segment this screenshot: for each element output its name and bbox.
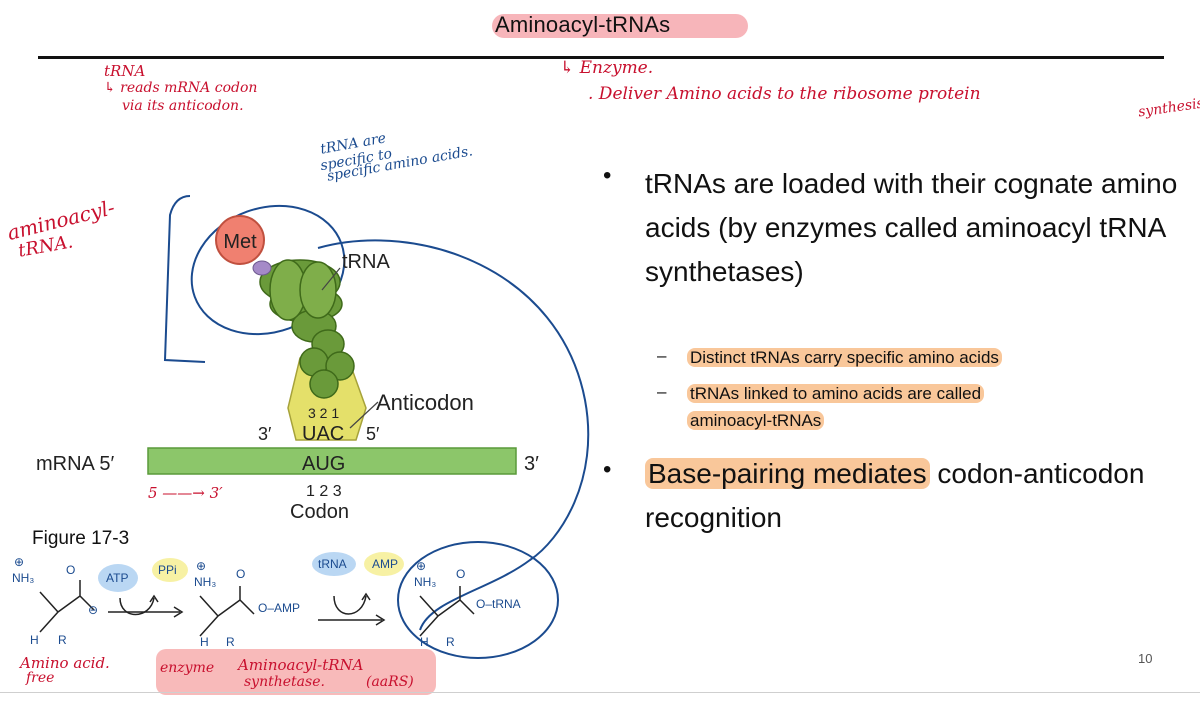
nh3-3: NH₃ — [414, 575, 436, 589]
r-3: R — [446, 635, 455, 649]
o-trna-label: O–tRNA — [476, 597, 521, 611]
r-1: R — [58, 633, 67, 647]
o-1: O — [66, 563, 75, 577]
codon-numbers: 1 2 3 — [306, 483, 342, 500]
trna-note-anticodon: via its anticodon. — [122, 98, 244, 114]
ppi-highlight — [152, 558, 188, 582]
codon-seq: AUG — [302, 453, 345, 475]
free-note: free — [26, 670, 55, 686]
sub-dash-1: – — [657, 346, 667, 365]
bracket-mark — [163, 195, 206, 363]
blue-loop-line — [317, 239, 590, 631]
sub-bullet-2-line1: tRNAs linked to amino acids are called — [687, 384, 985, 403]
ppi-label: PPi — [158, 563, 177, 577]
mrna-bar — [147, 447, 517, 475]
amino-acid-note: Amino acid. — [20, 654, 110, 672]
anticodon-seq: UAC — [302, 423, 344, 445]
trna-note-reads: ↳ reads mRNA codon — [104, 80, 258, 96]
page-title: Aminoacyl-tRNAs — [495, 12, 671, 37]
page-number: 10 — [1138, 651, 1153, 666]
aars-label: (aaRS) — [366, 674, 414, 690]
nh3-2: NH₃ — [194, 575, 216, 589]
synthetase-label-2: synthetase. — [244, 674, 325, 690]
sub-bullet-2-line2: aminoacyl-tRNAs — [687, 411, 825, 430]
trna-coil — [259, 259, 355, 399]
reaction-scheme — [39, 580, 475, 637]
nh3-plus-2: ⊕ — [196, 559, 206, 573]
met-ball — [215, 215, 265, 265]
o-minus-1: ⊖ — [88, 603, 98, 617]
sub-bullet-2: tRNAs linked to amino acids are called a… — [687, 380, 985, 434]
bullet-2: Base-pairing mediates codon-anticodon re… — [645, 452, 1195, 540]
anticodon-pointer — [349, 401, 379, 429]
nh3-1: NH₃ — [12, 571, 34, 585]
o-3: O — [456, 567, 465, 581]
o-amp-label: O–AMP — [258, 601, 300, 615]
bullet-2-highlight: Base-pairing mediates — [645, 458, 930, 489]
bullet-dot-1: • — [603, 162, 612, 189]
anticodon-label: Anticodon — [376, 390, 474, 415]
synthetase-highlight — [156, 649, 436, 695]
bullet-2-rest: codon-anticodon recognition — [645, 458, 1145, 533]
figure-caption: Figure 17-3 — [32, 528, 130, 549]
o-2: O — [236, 567, 245, 581]
anticodon-5prime: 5′ — [366, 424, 380, 444]
h-1: H — [30, 633, 39, 647]
sub-bullet-1-text: Distinct tRNAs carry specific amino acid… — [687, 348, 1002, 367]
atp-label: ATP — [106, 571, 128, 585]
footer-line — [0, 692, 1200, 693]
anticodon-numbers: 3 2 1 — [308, 405, 339, 421]
anticodon-3prime: 3′ — [258, 424, 272, 444]
nh3-plus-1: ⊕ — [14, 555, 24, 569]
met-label: Met — [223, 231, 257, 253]
trna-highlight — [312, 552, 356, 576]
sub-dash-2: – — [657, 382, 667, 401]
enzyme-note-deliver: . Deliver Amino acids to the ribosome pr… — [588, 84, 981, 104]
bullet-1: tRNAs are loaded with their cognate amin… — [645, 162, 1195, 294]
sub-bullet-1: Distinct tRNAs carry specific amino acid… — [687, 344, 1002, 371]
amp-highlight — [364, 552, 404, 576]
codon-label: Codon — [290, 501, 349, 523]
met-linker — [252, 260, 272, 276]
trna-note-title: tRNA — [104, 62, 146, 80]
enzyme-note-arrow: ↳ Enzyme. — [560, 58, 654, 78]
enzyme-label: enzyme — [160, 660, 215, 676]
mrna-label: mRNA 5′ — [36, 453, 114, 475]
r-2: R — [226, 635, 235, 649]
mrna-3prime: 3′ — [524, 453, 539, 475]
five-three-note: 5 ——→ 3′ — [148, 484, 223, 502]
title-highlight — [492, 14, 748, 38]
amp-label: AMP — [372, 557, 398, 571]
h-2: H — [200, 635, 209, 649]
bullet-1-text: tRNAs are loaded with their cognate amin… — [645, 168, 1178, 287]
product-circle — [397, 541, 559, 659]
trna-pointer — [321, 267, 341, 291]
trna-label: tRNA — [342, 251, 390, 273]
h-3: H — [420, 635, 429, 649]
bullet-dot-2: • — [603, 456, 612, 483]
trna-reagent: tRNA — [318, 557, 347, 571]
nh3-plus-3: ⊕ — [416, 559, 426, 573]
synthetase-label-1: Aminoacyl-tRNA — [238, 656, 364, 674]
title-rule — [38, 56, 1164, 59]
atp-highlight — [98, 564, 138, 592]
